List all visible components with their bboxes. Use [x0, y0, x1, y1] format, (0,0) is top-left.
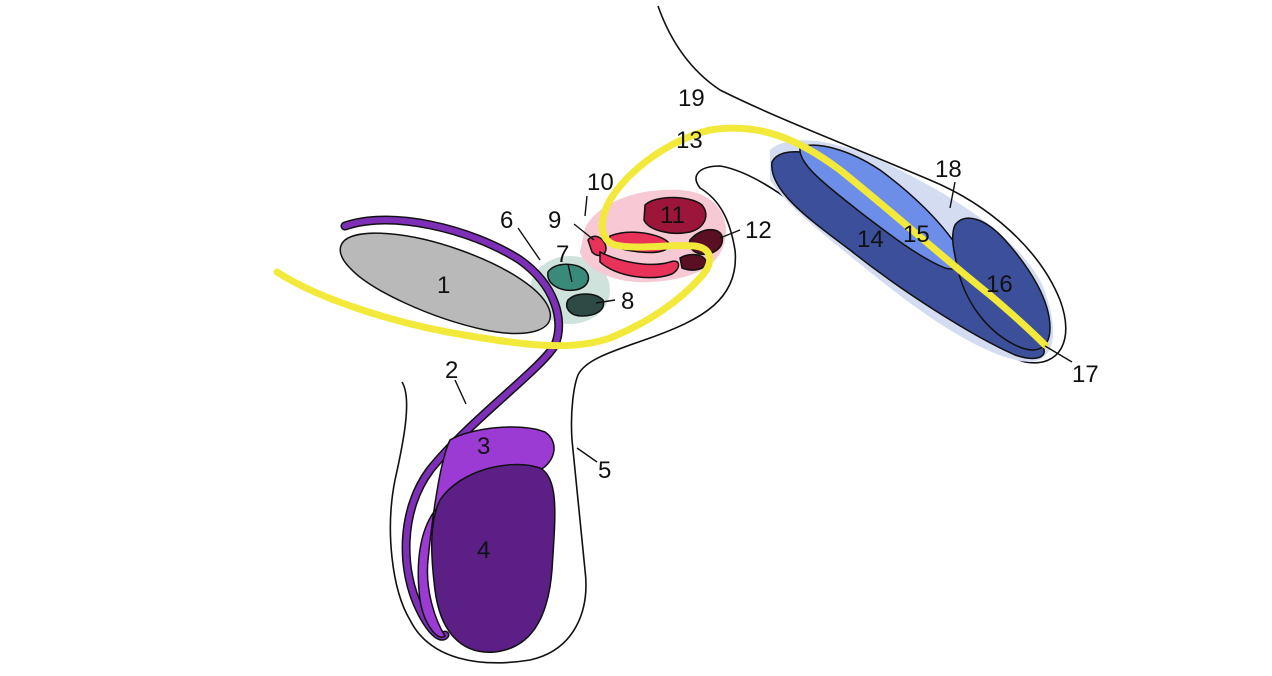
label-3: 3	[477, 433, 490, 460]
label-17: 17	[1072, 361, 1099, 388]
organ-9	[587, 235, 607, 257]
organ-8	[566, 293, 605, 317]
crimson-mass-lower	[599, 250, 680, 279]
label-7: 7	[556, 241, 569, 268]
label-9: 9	[548, 207, 561, 234]
label-1: 1	[437, 272, 450, 299]
label-15: 15	[903, 221, 930, 248]
label-5: 5	[598, 457, 611, 484]
leader-10	[584, 195, 588, 217]
organ-12-lower	[679, 253, 707, 271]
yellow-line-13	[273, 124, 1049, 350]
duct-2	[342, 217, 562, 640]
label-4: 4	[477, 537, 490, 564]
label-12: 12	[745, 217, 772, 244]
label-19: 19	[678, 85, 705, 112]
label-2: 2	[445, 357, 458, 384]
label-18: 18	[935, 156, 962, 183]
leader-18	[949, 181, 956, 209]
label-6: 6	[500, 207, 513, 234]
label-10: 10	[587, 169, 614, 196]
scrotum-outline	[389, 374, 587, 664]
leader-2	[454, 379, 467, 405]
label-8: 8	[621, 288, 634, 315]
leader-8	[595, 299, 616, 304]
organ-4	[430, 463, 556, 653]
leader-17	[1044, 345, 1073, 363]
leader-6	[517, 227, 541, 261]
label-14: 14	[857, 226, 884, 253]
organ-7	[547, 263, 590, 292]
leader-12	[719, 229, 741, 239]
leader-5	[576, 447, 598, 463]
organ-3	[417, 426, 555, 638]
leader-7	[567, 263, 573, 283]
label-13: 13	[676, 127, 703, 154]
organ-1	[339, 232, 551, 335]
leader-9	[573, 223, 595, 241]
label-11: 11	[660, 202, 685, 229]
organ-11	[643, 196, 707, 234]
label-16: 16	[986, 271, 1013, 298]
